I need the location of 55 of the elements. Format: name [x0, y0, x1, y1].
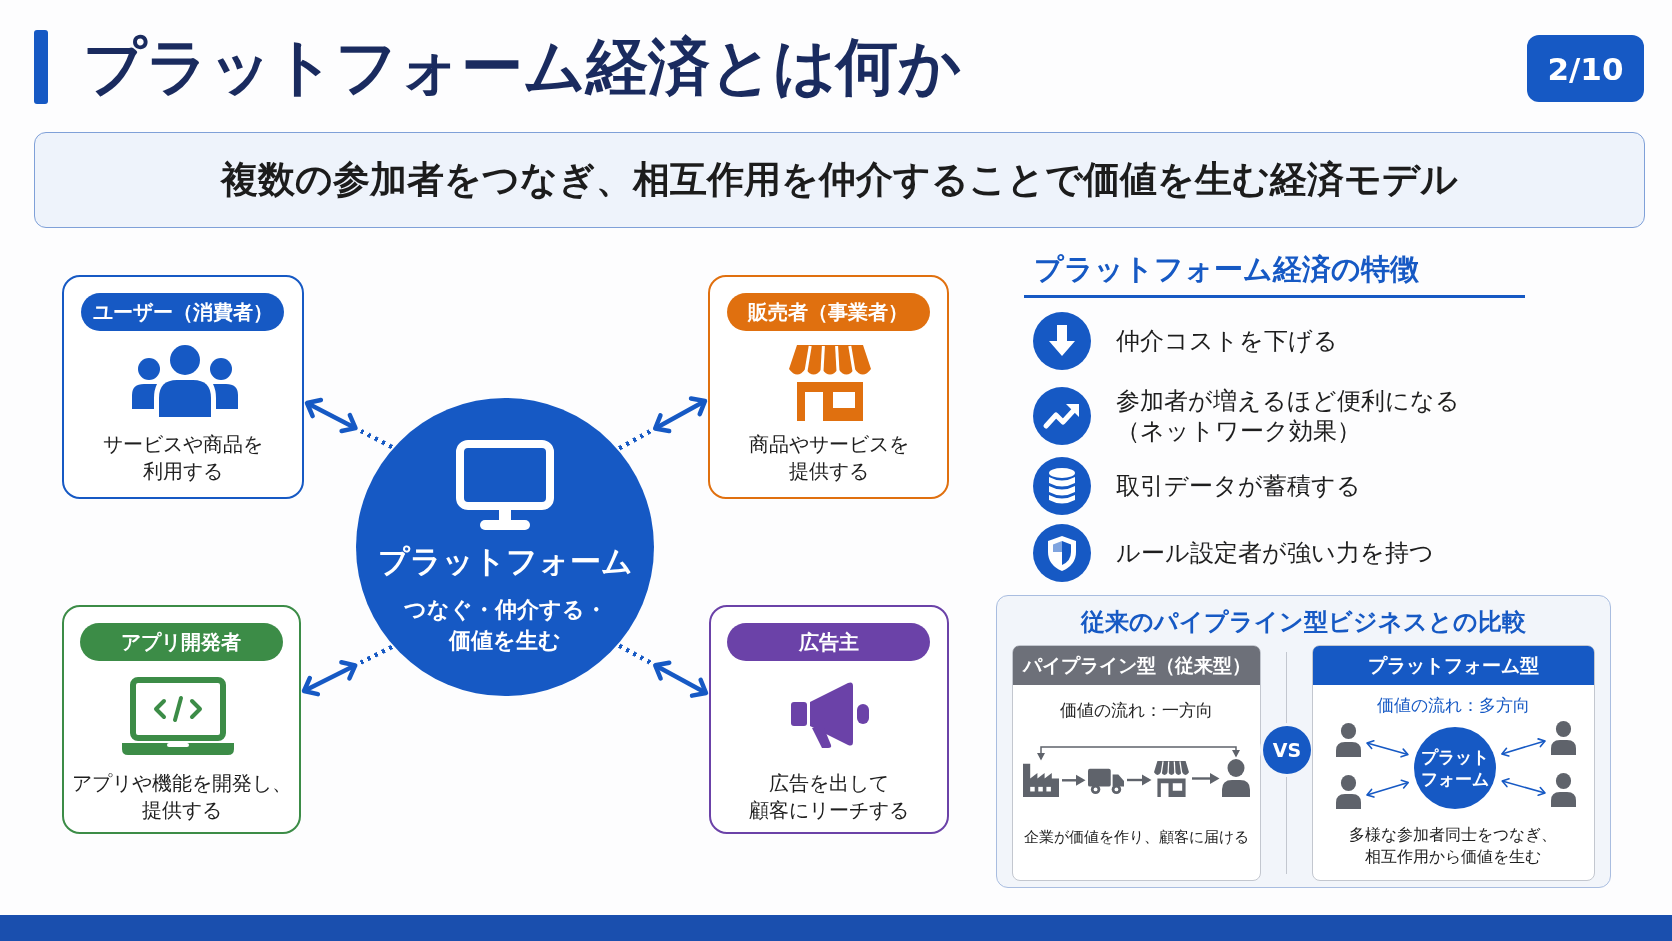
person-icon: [1336, 723, 1361, 757]
vs-marker: VS: [1263, 726, 1311, 774]
role-description: 商品やサービスを提供する: [747, 431, 910, 485]
role-description: サービスや商品を利用する: [102, 431, 264, 485]
person-icon: [1551, 773, 1576, 807]
arrow: [1127, 774, 1152, 786]
role-card: [62, 605, 301, 834]
flow-caption: 価値の流れ：一方向: [1060, 699, 1213, 722]
feature-text: 仲介コストを下げる: [1116, 326, 1338, 356]
summary-banner: [34, 132, 1645, 228]
double-arrow: [301, 644, 394, 697]
arrow: [1062, 774, 1086, 786]
summary-text: 複数の参加者をつなぎ、相互作用を仲介することで価値を生む経済モデル: [221, 157, 1458, 203]
model-card: [1312, 645, 1595, 881]
role-card: [709, 605, 949, 834]
hub-subtitle: つなぐ・仲介する・価値を生む: [402, 596, 608, 655]
role-tag: 販売者（事業者）: [726, 293, 930, 331]
feature-text: ルール設定者が強い力を持つ: [1116, 538, 1434, 568]
person-icon: [1222, 759, 1250, 797]
section-heading: プラットフォーム経済の特徴: [1034, 251, 1419, 288]
double-arrow: [1037, 746, 1240, 761]
double-arrow: [617, 396, 708, 451]
double-arrow: [1501, 738, 1546, 757]
page-number: 2/10: [1527, 35, 1644, 102]
arrow: [1192, 773, 1220, 784]
model-header: プラットフォーム型: [1313, 646, 1594, 685]
model-description: 企業が価値を作り、顧客に届ける: [1024, 827, 1249, 848]
flow-caption: 価値の流れ：多方向: [1377, 694, 1530, 717]
truck-icon: [1088, 767, 1124, 795]
panel-title: 従来のパイプライン型ビジネスとの比較: [1081, 607, 1526, 638]
role-tag: ユーザー（消費者）: [81, 293, 284, 331]
role-card: [62, 275, 304, 499]
role-description: アプリや機能を開発し、提供する: [70, 770, 293, 824]
person-icon: [1551, 721, 1576, 755]
hub-label: プラットフォーム: [1420, 746, 1490, 790]
double-arrow: [1366, 740, 1409, 758]
role-description: 広告を出して顧客にリーチする: [748, 770, 910, 824]
double-arrow: [1501, 778, 1546, 797]
model-header: パイプライン型（従来型）: [1013, 646, 1260, 685]
role-card: [708, 275, 949, 499]
hub-title: プラットフォーム: [377, 542, 633, 581]
model-description: 多様な参加者同士をつなぎ、相互作用から価値を生む: [1348, 825, 1559, 868]
double-arrow: [617, 643, 709, 698]
feature-text: 参加者が増えるほど便利になる（ネットワーク効果）: [1116, 386, 1461, 446]
model-card: [1012, 645, 1261, 881]
factory-icon: [1023, 762, 1059, 797]
feature-text: 取引データが蓄積する: [1116, 471, 1361, 501]
double-arrow: [304, 397, 394, 450]
page-title: プラットフォーム経済とは何か: [83, 29, 961, 105]
double-arrow: [1366, 779, 1409, 798]
role-tag: アプリ開発者: [79, 623, 283, 661]
comparison-panel: [996, 595, 1611, 888]
store-icon: [1154, 761, 1189, 797]
person-icon: [1336, 775, 1361, 809]
role-tag: 広告主: [727, 623, 930, 661]
